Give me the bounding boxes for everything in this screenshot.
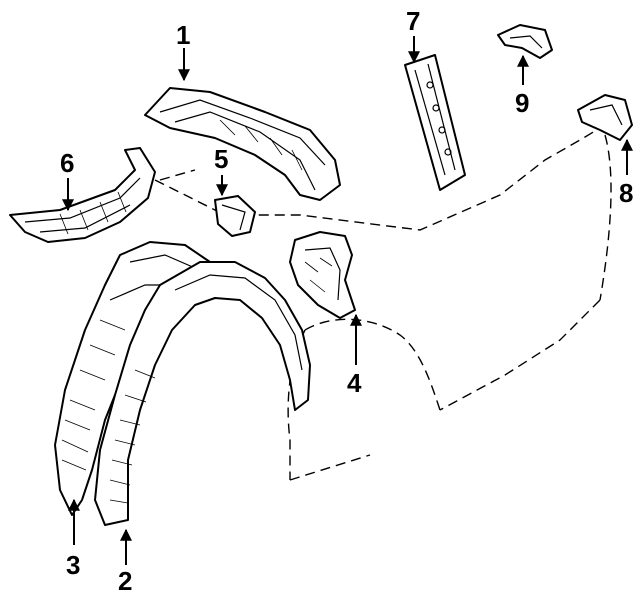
callout-3: 3 xyxy=(66,550,80,580)
part-2-outer-wheelhouse xyxy=(94,261,311,526)
part-8-corner-bracket xyxy=(577,94,633,141)
part-9-bracket xyxy=(497,24,553,59)
callout-8: 8 xyxy=(619,178,633,208)
part-5-bracket xyxy=(214,195,256,237)
leader-arrows xyxy=(62,36,633,565)
callout-2: 2 xyxy=(118,566,132,596)
callout-5: 5 xyxy=(214,144,228,174)
callout-4: 4 xyxy=(347,368,362,398)
part-1-wheelhouse-upper xyxy=(144,87,341,201)
callout-9: 9 xyxy=(515,88,529,118)
part-4-gusset xyxy=(289,231,356,319)
callout-7: 7 xyxy=(406,6,420,36)
part-7-pillar xyxy=(404,54,466,191)
part-6-bracket xyxy=(9,147,156,243)
callout-1: 1 xyxy=(176,20,190,50)
callout-6: 6 xyxy=(60,148,74,178)
body-outline-dashed xyxy=(154,124,612,481)
